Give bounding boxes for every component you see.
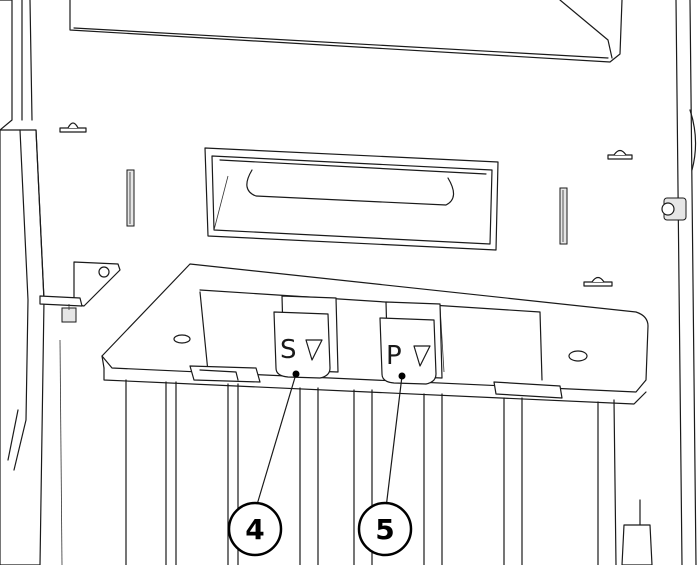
panel-hooks — [59, 122, 633, 287]
lever-s: S — [273, 295, 339, 379]
lever-p-arrow-icon — [413, 345, 431, 367]
callout-5-number: 5 — [375, 513, 394, 546]
callout-leaders — [255, 370, 406, 509]
lever-p-label: P — [386, 341, 402, 371]
hinge-bracket — [39, 261, 121, 323]
recessed-handle — [204, 147, 499, 251]
right-frame — [621, 0, 697, 565]
top-flap — [69, 0, 623, 63]
lever-p: P — [379, 301, 443, 385]
tray-plate — [101, 263, 649, 405]
left-door-panel — [0, 0, 63, 565]
lever-s-arrow-icon — [305, 339, 323, 361]
callout-4-number: 4 — [245, 513, 264, 546]
lever-s-label: S — [280, 335, 297, 365]
callout-5: 5 — [357, 501, 413, 557]
callout-4: 4 — [227, 501, 283, 557]
